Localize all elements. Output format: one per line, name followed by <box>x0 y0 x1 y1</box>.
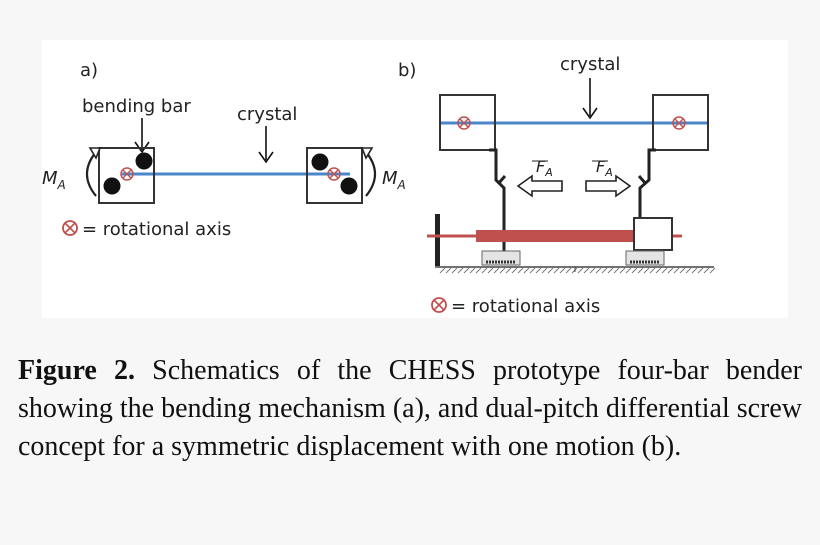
hatch-line <box>697 267 704 274</box>
right-force-label: FA <box>596 157 613 179</box>
left-bending-bar-upper <box>135 152 153 170</box>
hatch-line <box>463 267 470 274</box>
right-force-arrow-icon <box>585 174 632 198</box>
hatch-line <box>583 267 590 274</box>
hatch-line <box>517 267 524 274</box>
left-moment-arrow-icon <box>85 151 97 197</box>
hatch-line <box>673 267 680 274</box>
left-force-label: FA <box>536 157 553 179</box>
panel-b: b) crystal <box>398 54 716 317</box>
hatch-line <box>565 267 572 274</box>
legend-a-rotational-axis-icon <box>62 220 78 236</box>
panel-a-label: a) <box>80 60 98 81</box>
hatch-line <box>535 267 542 274</box>
hatch-line <box>613 267 620 274</box>
right-lever-tip <box>637 175 648 185</box>
right-moment-arrowhead-icon <box>360 147 374 160</box>
right-rotational-axis-icon-b <box>672 116 686 130</box>
hatch-line <box>445 267 452 274</box>
left-moment-arrowhead-icon <box>88 147 102 160</box>
hatch-line <box>667 267 674 274</box>
hatch-line <box>649 267 656 274</box>
hatch-line <box>643 267 650 274</box>
bending-bar-label: bending bar <box>82 96 191 117</box>
hatch-line <box>559 267 566 274</box>
ground-hatching <box>439 267 716 274</box>
left-lever-tip <box>496 175 507 185</box>
hatch-line <box>487 267 494 274</box>
right-bender-block <box>306 147 363 204</box>
right-rotational-axis-icon <box>327 167 341 181</box>
legend-a-text: = rotational axis <box>82 219 231 240</box>
hatch-line <box>679 267 686 274</box>
panel-a: a) bending bar crystal MA <box>42 60 406 240</box>
hatch-line <box>637 267 644 274</box>
hatch-line <box>607 267 614 274</box>
legend-b-text: = rotational axis <box>451 296 600 317</box>
right-bending-bar-upper <box>311 153 329 171</box>
hatch-line <box>601 267 608 274</box>
hatch-line <box>553 267 560 274</box>
hatch-line <box>523 267 530 274</box>
hatch-line <box>691 267 698 274</box>
hatch-line <box>577 267 584 274</box>
hatch-line <box>499 267 506 274</box>
hatch-line <box>529 267 536 274</box>
crystal-arrowhead-a <box>258 151 274 164</box>
hatch-line <box>589 267 596 274</box>
hatch-line <box>655 267 662 274</box>
differential-screw <box>476 230 636 242</box>
hatch-line <box>661 267 668 274</box>
bending-bar-arrowhead <box>134 141 150 154</box>
figure-caption: Figure 2. Schematics of the CHESS protot… <box>18 352 802 466</box>
right-moment-arrow-icon <box>365 151 377 197</box>
caption-body: Schematics of the CHESS prototype four-b… <box>18 355 803 462</box>
hatch-line <box>541 267 548 274</box>
left-top-block-b <box>439 94 496 151</box>
nut-block <box>633 217 673 251</box>
hatch-line <box>631 267 638 274</box>
hatch-line <box>475 267 482 274</box>
hatch-line <box>451 267 458 274</box>
right-top-block-b <box>652 94 709 151</box>
right-bending-bar-lower <box>340 177 358 195</box>
left-lever-arm <box>489 148 506 254</box>
left-rotational-axis-icon <box>120 167 134 181</box>
hatch-line <box>505 267 512 274</box>
figure-panel: a) bending bar crystal MA <box>42 40 788 318</box>
right-moment-label: MA <box>382 168 406 192</box>
right-lever-arm <box>638 148 656 218</box>
legend-b-rotational-axis-icon <box>431 297 447 313</box>
left-rotational-axis-icon-b <box>457 116 471 130</box>
hatch-line <box>457 267 464 274</box>
panel-b-label: b) <box>398 60 416 81</box>
left-moment-label: MA <box>42 168 66 192</box>
crystal-label-a: crystal <box>237 104 297 125</box>
left-force-arrow-icon <box>516 174 563 198</box>
crystal-arrowhead-b <box>582 107 598 120</box>
crystal-label-b: crystal <box>560 54 620 75</box>
hatch-line <box>709 267 716 274</box>
hatch-line <box>595 267 602 274</box>
hatch-line <box>619 267 626 274</box>
hatch-line <box>685 267 692 274</box>
hatch-line <box>439 267 446 274</box>
left-bender-block <box>98 147 155 204</box>
figure-diagram: a) bending bar crystal MA <box>42 54 716 317</box>
left-bending-bar-lower <box>103 177 121 195</box>
hatch-line <box>493 267 500 274</box>
hatch-line <box>481 267 488 274</box>
hatch-line <box>625 267 632 274</box>
hatch-line <box>511 267 518 274</box>
hatch-line <box>469 267 476 274</box>
end-post <box>435 214 440 266</box>
caption-lead: Figure 2. <box>18 355 135 386</box>
hatch-line <box>547 267 554 274</box>
hatch-line <box>703 267 710 274</box>
